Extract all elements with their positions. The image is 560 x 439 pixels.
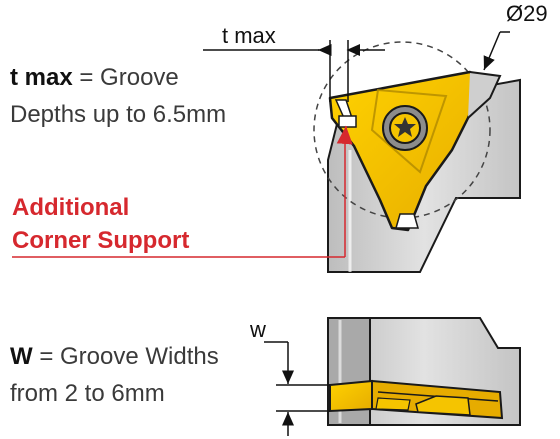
w-dimension-label: w <box>250 317 266 342</box>
t-max-dimension-label: t max <box>222 23 276 48</box>
top-insert <box>328 70 502 232</box>
w-term: W <box>10 343 33 370</box>
t-max-def-text: = Groove <box>72 64 179 91</box>
corner-support-leader <box>12 125 353 258</box>
diameter-circle <box>313 41 491 219</box>
diameter-leader <box>483 31 510 71</box>
w-def-text: = Groove Widths <box>32 343 219 370</box>
w-definition-line2: from 2 to 6mm <box>10 380 165 407</box>
t-max-definition-line2: Depths up to 6.5mm <box>10 101 227 128</box>
t-max-term: t max <box>10 64 73 91</box>
diameter-label: Ø29 <box>506 1 548 26</box>
support-label-line1: Additional <box>12 194 130 221</box>
w-dimension <box>264 341 330 436</box>
t-max-definition-line1: t max = Groove <box>10 63 179 93</box>
bottom-insert <box>329 379 504 420</box>
support-label-line2: Corner Support <box>12 227 190 254</box>
w-definition-line1: W = Groove Widths <box>10 342 219 372</box>
t-max-dimension <box>203 40 385 102</box>
